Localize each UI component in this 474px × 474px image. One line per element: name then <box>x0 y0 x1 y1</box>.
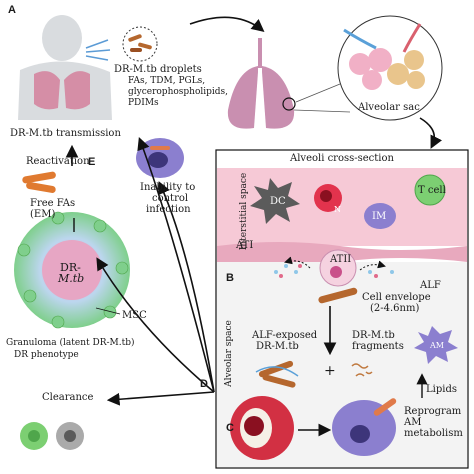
reprogram-3: metabolism <box>404 428 463 439</box>
reprogram-am <box>332 398 397 456</box>
reprogram-1: Reprogram <box>404 406 462 417</box>
tcell-label: T cell <box>418 185 446 196</box>
reprogram-2: AM <box>404 417 422 428</box>
alf-exposed-1: ALF-exposed <box>252 330 318 341</box>
alf-exposed-bacilli <box>255 360 299 388</box>
dc-cell <box>250 178 300 224</box>
fragments-1: DR-M.tb <box>352 330 395 341</box>
dr-phenotype-label: DR phenotype <box>14 350 79 360</box>
droplets-line-3: PDIMs <box>128 98 159 108</box>
panel-letter-d: D <box>200 378 208 390</box>
free-fas-bacilli <box>22 171 56 193</box>
person-illustration <box>18 15 112 120</box>
granuloma-caption: Granuloma (latent DR-M.tb) <box>6 338 135 348</box>
clearance-label: Clearance <box>42 392 94 403</box>
msc-label: MSC <box>122 310 147 321</box>
panel-letter-c: C <box>226 422 234 434</box>
panel-letter-a: A <box>8 4 16 16</box>
tcell-cell <box>414 174 446 206</box>
panel-letter-b: B <box>226 272 234 284</box>
alf-label: ALF <box>420 280 441 291</box>
free-fas-label: Free FAs <box>30 198 76 209</box>
interstitial-label: Interstitial space <box>239 172 250 251</box>
granuloma-center-1: DR- <box>60 261 81 274</box>
lungs-illustration <box>227 38 296 129</box>
am-cell <box>414 326 458 364</box>
fragments-2: fragments <box>352 341 404 352</box>
granuloma-center-2: M.tb <box>58 272 85 285</box>
bacillus <box>318 287 358 304</box>
clearance-cells <box>20 422 84 450</box>
droplets-line-1: FAs, TDM, PGLs, <box>128 76 206 86</box>
lipids-label: Lipids <box>426 384 457 395</box>
inability-line-2: control <box>152 193 189 204</box>
transmission-label: DR-M.tb transmission <box>10 128 121 139</box>
plus-sign: + <box>324 363 336 379</box>
am-label: AM <box>430 341 444 350</box>
panel-letter-e: E <box>88 156 96 168</box>
inability-line-1: Inability to <box>140 182 196 193</box>
droplets-line-2: glycerophospholipids, <box>128 87 229 97</box>
im-cell <box>364 203 396 229</box>
fragments <box>351 363 373 377</box>
ati-label: ATI <box>236 240 254 251</box>
droplet-bacilli <box>122 26 158 62</box>
atii-label: ATII <box>330 254 352 265</box>
box-title: Alveoli cross-section <box>290 153 394 164</box>
dc-label: DC <box>270 196 286 207</box>
alveolar-sac-illustration <box>337 15 443 121</box>
inability-line-3: infection <box>146 204 191 215</box>
cell-envelope-1: Cell envelope <box>362 292 431 303</box>
droplets-title: DR-M.tb droplets <box>114 64 202 75</box>
alveolar-sac-label: Alveolar sac <box>358 102 420 113</box>
n-label: N <box>334 205 341 214</box>
alf-exposed-2: DR-M.tb <box>256 341 299 352</box>
alveolar-label: Alveolar space <box>223 320 234 387</box>
reactivation-label: Reactivation <box>26 156 90 167</box>
infected-macrophage <box>136 138 184 178</box>
cell-envelope-2: (2-4.6nm) <box>370 303 420 314</box>
free-fas-em-label: (EM) <box>30 209 56 220</box>
im-label: IM <box>372 211 387 222</box>
